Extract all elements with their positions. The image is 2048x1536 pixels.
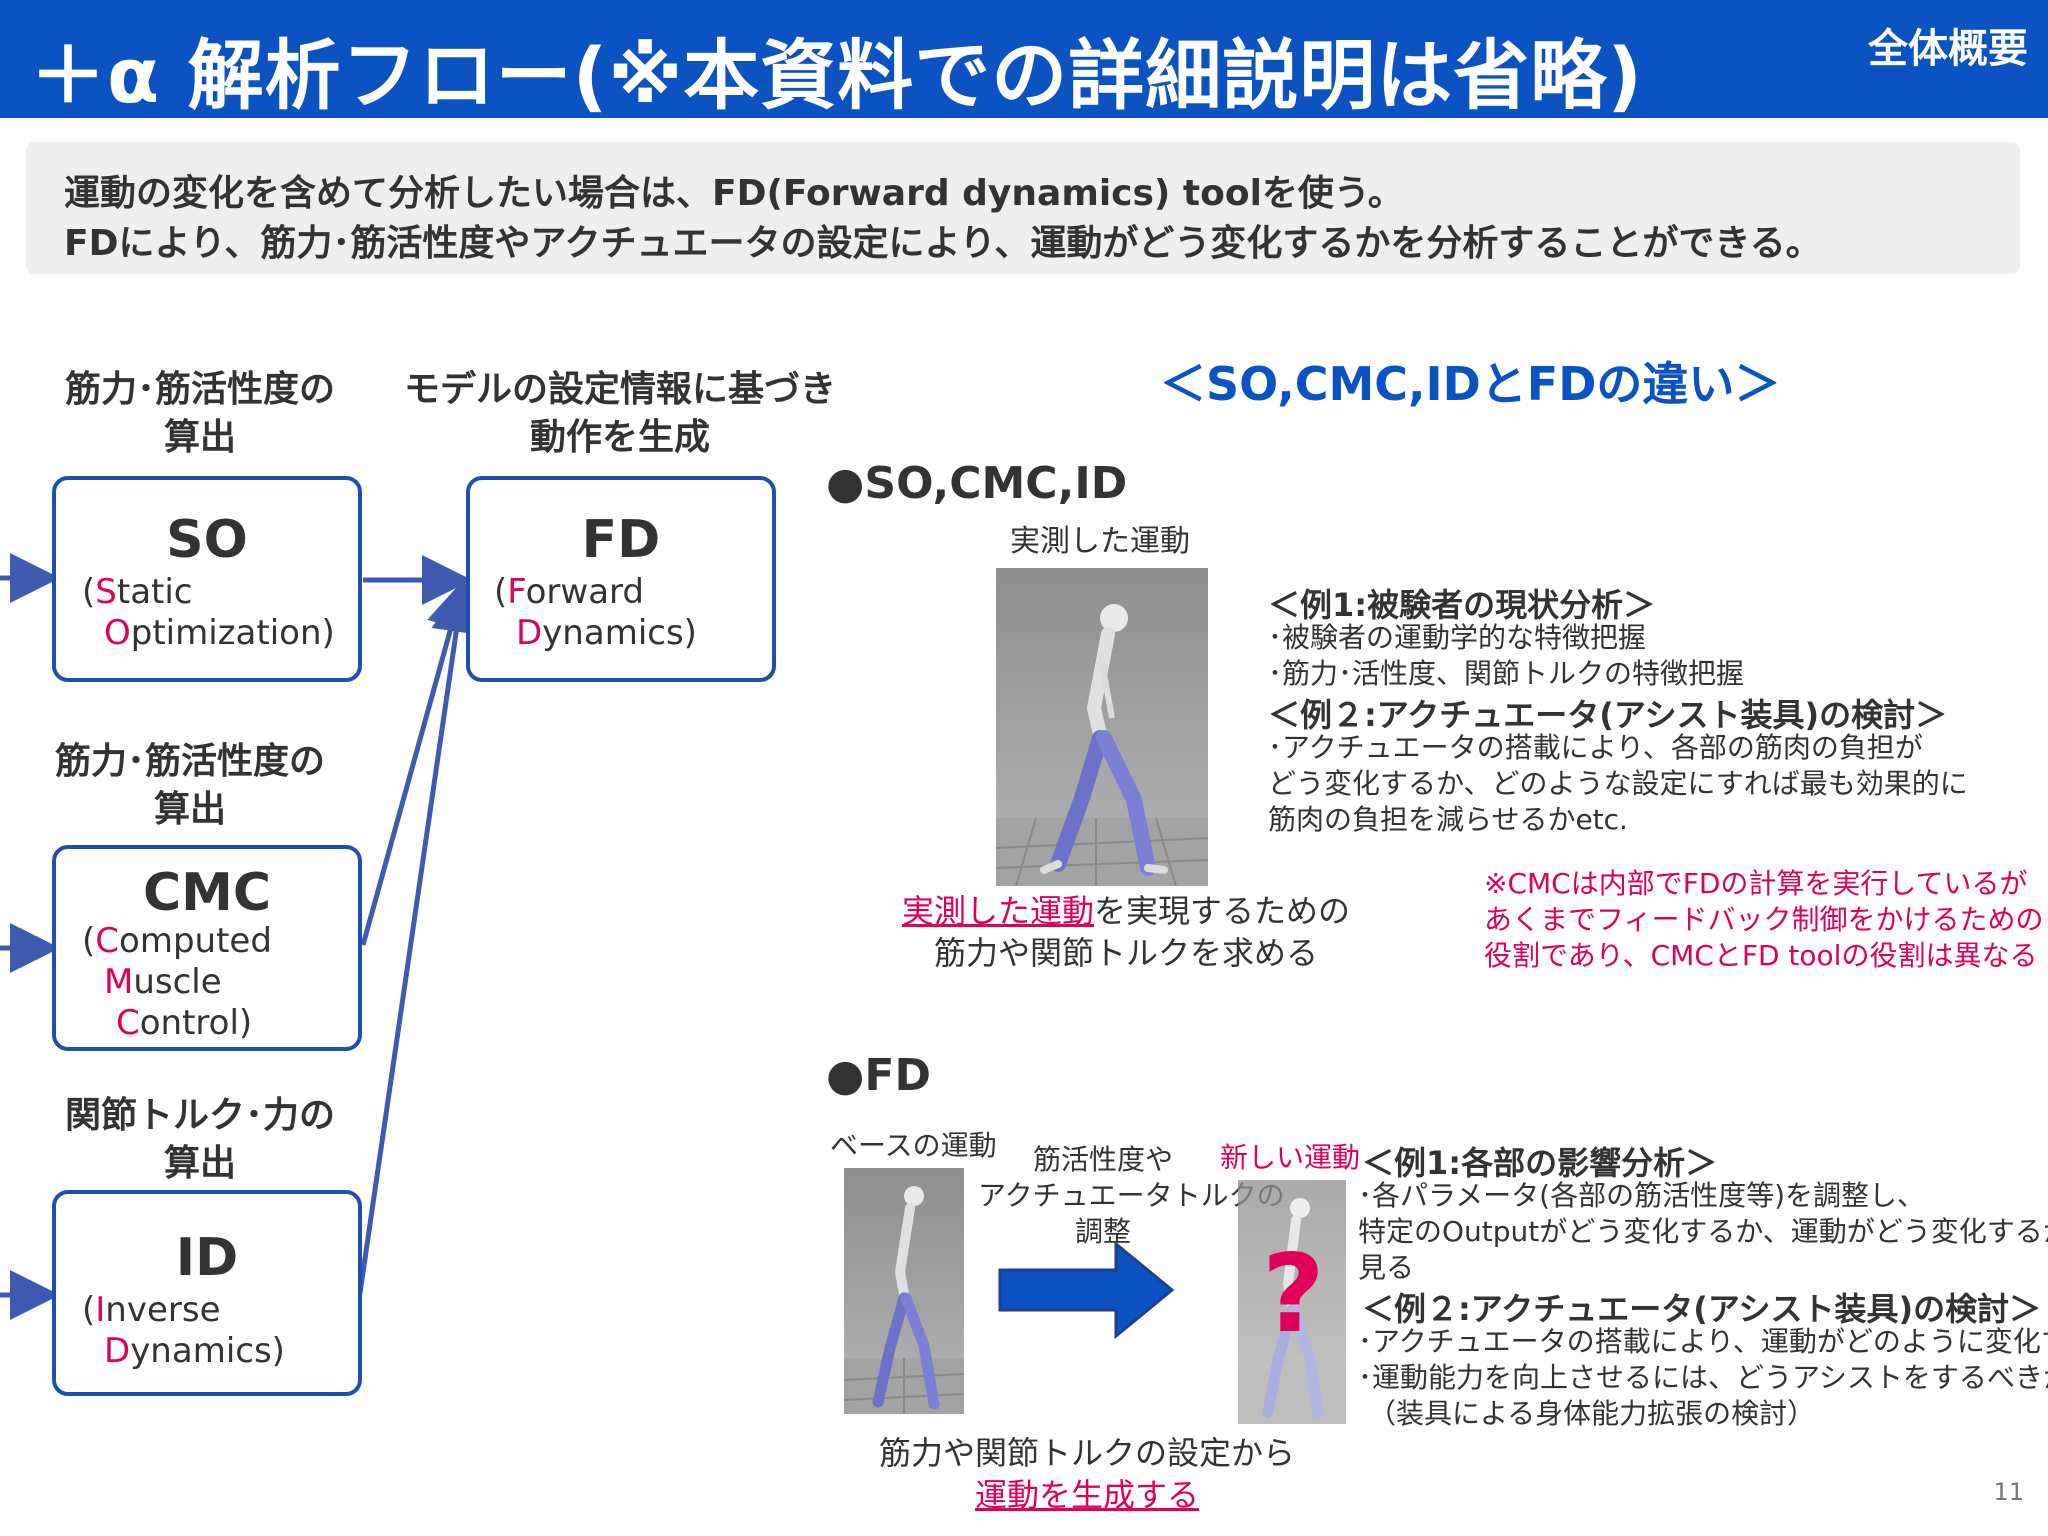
id-full-line2: Dynamics) <box>104 1331 285 1371</box>
section1-example2-line1: ･アクチュエータの搭載により、各部の筋肉の負担が <box>1268 731 1923 764</box>
section-fd-heading: ●FD <box>826 1050 931 1101</box>
right-arrow-icon <box>998 1240 1175 1340</box>
section1-example2-line3: 筋肉の負担を減らせるかetc. <box>1268 803 1628 836</box>
generate-motion-link[interactable]: 運動を生成する <box>974 1476 1199 1514</box>
caption-id-line2: 算出 <box>163 1143 236 1184</box>
section1-example2-line2: どう変化するか、どのような設定にすれば最も効果的に <box>1268 767 1968 800</box>
cmc-full-line3: Control) <box>116 1003 253 1043</box>
fd-abbr: FD <box>581 510 661 570</box>
adjust-caption: 筋活性度や アクチュエータトルクの 調整 <box>978 1142 1285 1250</box>
cmc-full-line1: (Computed <box>82 921 272 961</box>
summary-box: 運動の変化を含めて分析したい場合は、FD(Forward dynamics) t… <box>26 142 2020 274</box>
caption-id-line1: 関節トルク･力の <box>64 1095 335 1136</box>
adjust-line3: 調整 <box>1074 1215 1131 1248</box>
base-motion-label: ベースの運動 <box>830 1129 997 1162</box>
section1-example2-title: ＜例２:アクチュエータ(アシスト装具)の検討＞ <box>1268 696 1948 734</box>
caption-fd: モデルの設定情報に基づき 動作を生成 <box>390 366 850 462</box>
id-box: ID (Inverse Dynamics) <box>52 1190 362 1396</box>
section2-example2-line1: ･アクチュエータの搭載により、運動がどのように変化するか <box>1358 1325 2048 1358</box>
fd-box: FD (Forward Dynamics) <box>466 476 776 682</box>
summary-line-2: FDにより、筋力･筋活性度やアクチュエータの設定により、運動がどう変化するかを分… <box>64 223 1822 264</box>
so-full-line1: (Static <box>82 572 193 612</box>
header-bar <box>0 0 2048 118</box>
cmc-box: CMC (Computed Muscle Control) <box>52 845 362 1051</box>
section2-caption-line1: 筋力や関節トルクの設定から <box>878 1434 1295 1472</box>
caption-so-line1: 筋力･筋活性度の <box>64 369 335 410</box>
page-number: 11 <box>1993 1478 2024 1506</box>
caption-so-line2: 算出 <box>163 417 236 458</box>
page-title: ＋α 解析フロー(※本資料での詳細説明は省略) <box>30 31 1644 120</box>
section2-example2-line2: ･運動能力を向上させるには、どうアシストをするべきか <box>1358 1361 2048 1394</box>
section-tag: 全体概要 <box>1868 26 2028 72</box>
skeleton-figure-base <box>844 1168 964 1414</box>
question-mark-icon: ? <box>1262 1232 1325 1357</box>
new-motion-label: 新しい運動 <box>1220 1141 1361 1174</box>
cmc-abbr: CMC <box>142 863 272 923</box>
arrow-id-fd <box>357 582 481 1294</box>
caption-fd-line2: 動作を生成 <box>529 417 710 458</box>
section2-example1-title: ＜例1:各部の影響分析＞ <box>1362 1144 1718 1182</box>
id-abbr: ID <box>175 1228 239 1288</box>
cmc-note-line2: あくまでフィードバック制御をかけるための <box>1484 903 2044 936</box>
adjust-line2: アクチュエータトルクの <box>978 1179 1285 1212</box>
section1-example1-title: ＜例1:被験者の現状分析＞ <box>1268 586 1656 624</box>
section1-example1-item1: ･被験者の運動学的な特徴把握 <box>1268 621 1647 654</box>
section2-example2-line3: （装具による身体能力拡張の検討） <box>1368 1397 1816 1430</box>
id-full-line1: (Inverse <box>82 1290 221 1330</box>
caption-fd-line1: モデルの設定情報に基づき <box>403 369 836 410</box>
section-so-cmc-id-heading: ●SO,CMC,ID <box>826 458 1128 509</box>
section1-example1-item2: ･筋力･活性度、関節トルクの特徴把握 <box>1268 657 1745 690</box>
skeleton-figure-measured <box>996 568 1208 886</box>
cmc-note-line1: ※CMCは内部でFDの計算を実行しているが <box>1484 867 2028 900</box>
cmc-note-line3: 役割であり、CMCとFD toolの役割は異なる <box>1484 939 2038 972</box>
so-full-line2: Optimization) <box>104 613 335 653</box>
arrow-cmc-fd <box>360 578 476 946</box>
caption-so: 筋力･筋活性度の 算出 <box>40 366 360 462</box>
measured-motion-label: 実測した運動 <box>1010 524 1190 559</box>
fd-full-line1: (Forward <box>494 572 645 612</box>
section2-caption: 筋力や関節トルクの設定から 運動を生成する <box>852 1432 1322 1516</box>
section1-caption-line2: 筋力や関節トルクを求める <box>934 934 1319 972</box>
caption-id: 関節トルク･力の 算出 <box>40 1092 360 1188</box>
section2-example1-line1: ･各パラメータ(各部の筋活性度等)を調整し、 <box>1358 1179 1926 1212</box>
section2-example1-line2: 特定のOutputがどう変化するか、運動がどう変化するか <box>1358 1215 2048 1248</box>
summary-line-1: 運動の変化を含めて分析したい場合は、FD(Forward dynamics) t… <box>64 173 1404 214</box>
section2-example2-title: ＜例２:アクチュエータ(アシスト装具)の検討＞ <box>1362 1290 2042 1328</box>
fd-full-line2: Dynamics) <box>516 613 697 653</box>
so-abbr: SO <box>166 510 248 570</box>
comparison-title: ＜SO,CMC,IDとFDの違い＞ <box>1160 357 1781 411</box>
cmc-full-line2: Muscle <box>104 962 222 1002</box>
section2-example1-line3: 見る <box>1358 1251 1415 1284</box>
measured-motion-link[interactable]: 実測した運動 <box>902 892 1095 930</box>
section1-caption: 実測した運動を実現するための 筋力や関節トルクを求める <box>902 892 1351 972</box>
caption-cmc-line1: 筋力･筋活性度の <box>54 741 325 782</box>
caption-cmc: 筋力･筋活性度の 算出 <box>30 738 350 834</box>
skeleton-figure-new <box>1238 1180 1346 1424</box>
adjust-line1: 筋活性度や <box>1032 1143 1173 1176</box>
so-box: SO (Static Optimization) <box>52 476 362 682</box>
caption-cmc-line2: 算出 <box>153 789 226 830</box>
